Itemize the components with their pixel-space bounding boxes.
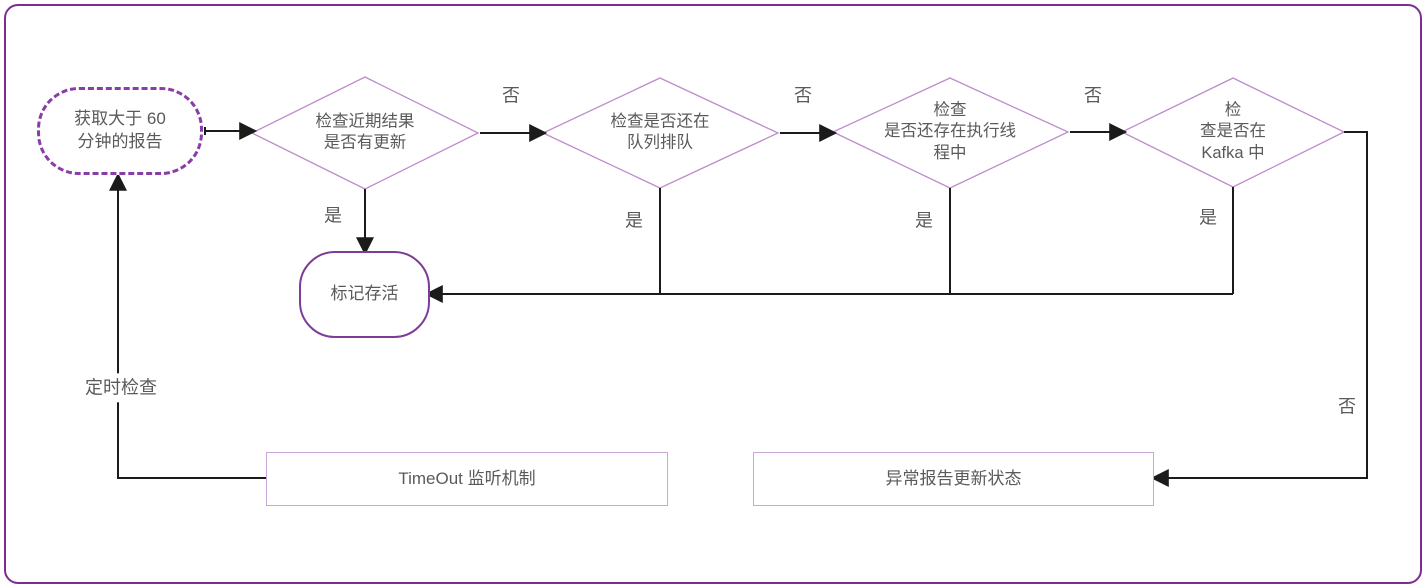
edge-label-no-4: 否 — [1338, 396, 1356, 417]
edge-label-no-2: 否 — [794, 85, 812, 106]
start-node-label: 获取大于 60 分钟的报告 — [74, 109, 166, 151]
decision-1-label: 检查近期结果 是否有更新 — [315, 112, 415, 152]
edge-label-timer-check: 定时检查 — [81, 373, 161, 403]
edge-label-yes-2: 是 — [625, 210, 643, 231]
abnormal-report-label: 异常报告更新状态 — [885, 468, 1022, 488]
edge-label-no-3: 否 — [1084, 85, 1102, 106]
edge-timeout-to-start — [109, 172, 266, 479]
edge-decision4-no-to-abnormal — [1150, 131, 1368, 487]
edge-label-yes-3: 是 — [915, 210, 933, 231]
edge-label-yes-1: 是 — [324, 205, 342, 226]
abnormal-report-box: 异常报告更新状态 — [753, 452, 1154, 506]
start-node: 获取大于 60 分钟的报告 — [37, 87, 203, 175]
timeout-mechanism-box: TimeOut 监听机制 — [266, 452, 668, 506]
edge-label-no-1: 否 — [502, 85, 520, 106]
mark-alive-node: 标记存活 — [299, 251, 430, 338]
decision-3-label: 检查 是否还存在执行线 程中 — [884, 100, 1016, 162]
decision-4-label: 检 查是否在 Kafka 中 — [1200, 100, 1266, 162]
mark-alive-label: 标记存活 — [330, 284, 399, 304]
timeout-mechanism-label: TimeOut 监听机制 — [398, 468, 536, 488]
edge-label-yes-4: 是 — [1199, 207, 1217, 228]
decision-2-label: 检查是否还在 队列排队 — [610, 112, 710, 152]
